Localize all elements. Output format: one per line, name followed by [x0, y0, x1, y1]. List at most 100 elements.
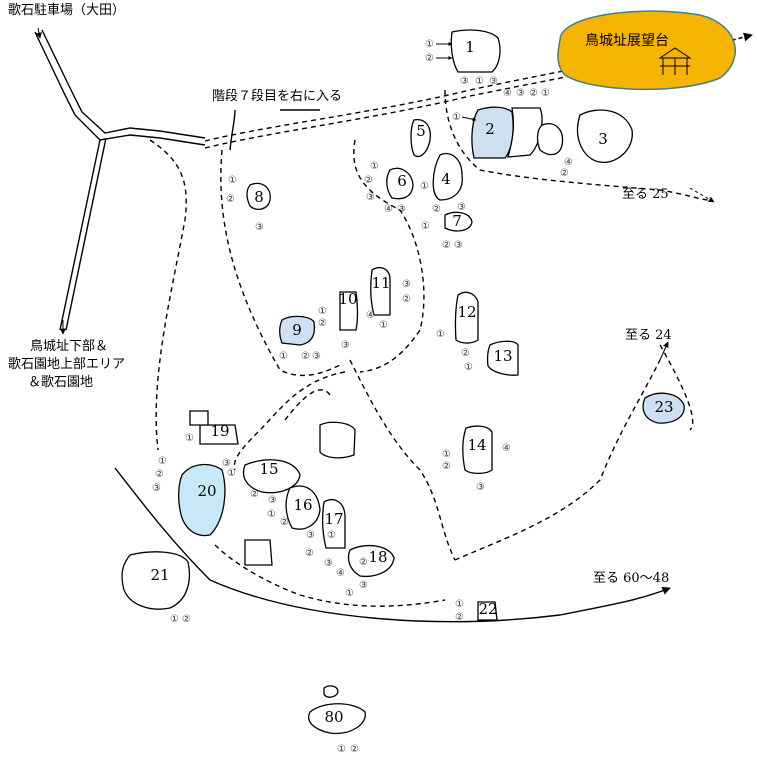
route-marker: ② [402, 294, 411, 305]
route-marker: ③ [454, 240, 463, 251]
route-marker: ① [337, 744, 346, 755]
lower-area-label-2: 歌石園地上部エリア [8, 357, 125, 372]
route-marker: ① [327, 530, 336, 541]
lower-area-label-3: ＆歌石園地 [28, 375, 93, 390]
rock-number-18: 18 [368, 548, 387, 566]
route-marker: ② [350, 744, 359, 755]
route-marker: ④ [503, 88, 512, 99]
route-marker: ② [226, 194, 235, 205]
route-marker: ③ [476, 482, 485, 493]
rock-number-12: 12 [457, 303, 476, 321]
route-marker: ② [364, 175, 373, 186]
route-marker: ② [442, 240, 451, 251]
route-marker: ③ [268, 495, 277, 506]
rock-number-19: 19 [210, 422, 229, 440]
route-marker: ② [301, 351, 310, 362]
route-marker: ① [436, 329, 445, 340]
rock-number-15: 15 [259, 460, 278, 478]
route-marker: ② [461, 348, 470, 359]
trails [149, 89, 711, 607]
route-marker: ③ [366, 192, 375, 203]
route-markers: ① ② ③ ① ③ ① ④ ③ ② ① ① ② ③ ④ ③ ① ② ③ ① ② … [152, 39, 573, 755]
route-marker: ④ [336, 568, 345, 579]
rock-number-20: 20 [197, 482, 216, 500]
route-marker: ② [359, 557, 368, 568]
route-marker: ③ [402, 279, 411, 290]
route-marker: ① [170, 614, 179, 625]
rock-number-8: 8 [254, 188, 264, 206]
route-marker: ③ [460, 76, 469, 87]
rock-number-23: 23 [654, 398, 673, 416]
pavilion-icon [658, 47, 692, 75]
rock-number-1: 1 [465, 38, 475, 56]
route-marker: ③ [341, 340, 350, 351]
route-marker: ① [442, 449, 451, 460]
stairs-label: 階段７段目を右に入る [212, 89, 342, 104]
parking-label: 歌石駐車場（大田） [8, 3, 125, 18]
rocks: 1 2 3 4 5 6 7 8 9 10 11 12 13 14 15 16 [121, 29, 685, 735]
rock-number-3: 3 [598, 130, 608, 148]
route-marker: ① [185, 433, 194, 444]
route-marker: ④ [384, 204, 393, 215]
route-marker: ② [250, 489, 259, 500]
lower-area-label-1: 鳥城址下部＆ [30, 339, 108, 354]
lookout: 鳥城址展望台 [557, 10, 736, 91]
route-marker: ④ [366, 310, 375, 321]
rock-number-17: 17 [324, 510, 343, 528]
rock-number-16: 16 [293, 496, 312, 514]
route-marker: ④ [502, 443, 511, 454]
rock-number-5: 5 [416, 122, 426, 140]
rock-number-11: 11 [371, 274, 390, 292]
route-marker: ③ [255, 222, 264, 233]
to-24-label: 至る 24 [625, 328, 672, 343]
route-marker: ② [529, 88, 538, 99]
route-marker: ① [452, 112, 461, 123]
route-marker: ① [425, 39, 434, 50]
route-marker: ① [318, 306, 327, 317]
route-marker: ③ [397, 204, 406, 215]
route-marker: ① [279, 351, 288, 362]
route-marker: ② [432, 204, 441, 215]
route-marker: ① [455, 599, 464, 610]
route-marker: ② [442, 461, 451, 472]
rock-number-22: 22 [478, 600, 497, 618]
route-marker: ② [155, 469, 164, 480]
to-60-48-label: 至る 60〜48 [593, 571, 669, 586]
route-marker: ① [228, 175, 237, 186]
route-marker: ③ [516, 88, 525, 99]
route-marker: ② [425, 53, 434, 64]
route-marker: ① [420, 181, 429, 192]
lookout-area [557, 10, 736, 91]
route-marker: ① [370, 161, 379, 172]
rock-number-2: 2 [485, 120, 495, 138]
route-marker: ① [345, 588, 354, 599]
route-marker: ③ [457, 202, 466, 213]
rock-number-21: 21 [150, 566, 169, 584]
main-road [34, 27, 753, 335]
route-marker: ② [280, 517, 289, 528]
route-marker: ② [455, 612, 464, 623]
route-marker: ② [560, 168, 569, 179]
route-marker: ② [318, 318, 327, 329]
rock-number-4: 4 [441, 170, 451, 188]
rock-number-9: 9 [292, 321, 302, 339]
route-marker: ③ [359, 580, 368, 591]
route-marker: ③ [489, 76, 498, 87]
route-marker: ③ [312, 351, 321, 362]
route-marker: ① [464, 362, 473, 373]
rock-number-6: 6 [397, 172, 407, 190]
to-25-label: 至る 25 [622, 187, 669, 202]
rock-number-14: 14 [467, 436, 486, 454]
route-marker: ① [475, 76, 484, 87]
route-marker: ② [182, 614, 191, 625]
rock-number-80: 80 [324, 708, 343, 726]
route-marker: ① [541, 88, 550, 99]
route-marker: ④ [564, 157, 573, 168]
route-marker: ③ [222, 458, 231, 469]
route-marker: ① [379, 320, 388, 331]
rock-number-10: 10 [338, 290, 357, 308]
route-marker: ① [267, 509, 276, 520]
lower-road [114, 467, 671, 623]
route-marker: ③ [324, 558, 333, 569]
